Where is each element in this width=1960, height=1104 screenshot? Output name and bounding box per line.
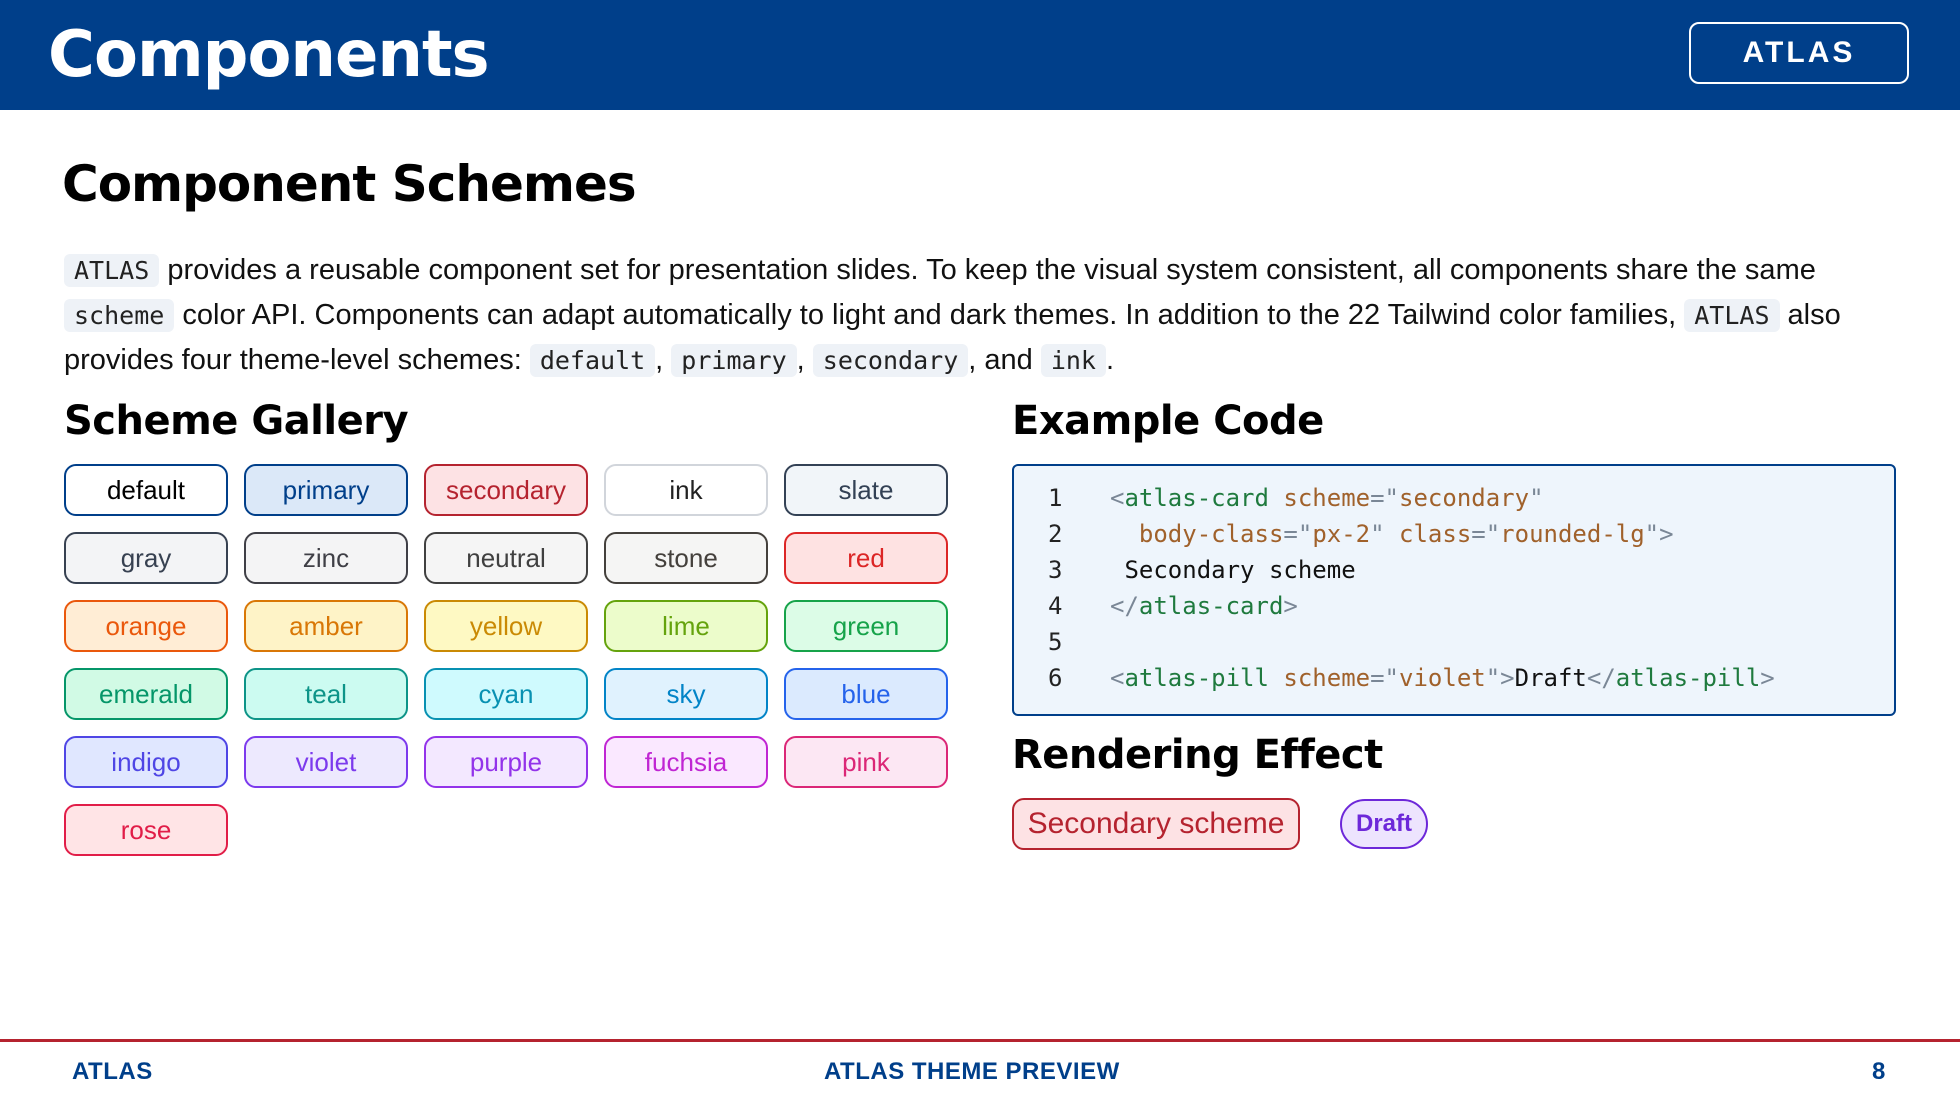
footer-title: ATLAS THEME PREVIEW bbox=[824, 1058, 1120, 1085]
scheme-pill-secondary: secondary bbox=[424, 464, 588, 516]
line-number: 4 bbox=[1048, 592, 1063, 620]
intro-text-2: color API. Components can adapt automati… bbox=[174, 299, 1685, 331]
code-content: <atlas-pill scheme="violet">Draft</atlas… bbox=[1110, 664, 1775, 692]
scheme-pill-blue: blue bbox=[784, 668, 948, 720]
line-number: 6 bbox=[1048, 664, 1063, 692]
draft-pill-preview: Draft bbox=[1340, 799, 1428, 849]
code-content: <atlas-card scheme="secondary" bbox=[1110, 484, 1544, 512]
code-primary: primary bbox=[671, 344, 797, 377]
scheme-pill-cyan: cyan bbox=[424, 668, 588, 720]
code-content: </atlas-card> bbox=[1110, 592, 1298, 620]
scheme-pill-gray: gray bbox=[64, 532, 228, 584]
scheme-pill-stone: stone bbox=[604, 532, 768, 584]
footer-brand: ATLAS bbox=[72, 1058, 153, 1085]
top-bar: Components ATLAS bbox=[0, 0, 1960, 110]
code-default: default bbox=[529, 344, 656, 377]
code-ink: ink bbox=[1040, 344, 1106, 377]
line-number: 2 bbox=[1048, 520, 1063, 548]
scheme-pill-purple: purple bbox=[424, 736, 588, 788]
page-number: 8 bbox=[1872, 1058, 1886, 1085]
scheme-pill-amber: amber bbox=[244, 600, 408, 652]
scheme-pill-fuchsia: fuchsia bbox=[604, 736, 768, 788]
code-block: 1 <atlas-card scheme="secondary" 2 body-cl… bbox=[1012, 464, 1896, 716]
scheme-pill-green: green bbox=[784, 600, 948, 652]
line-number: 3 bbox=[1048, 556, 1063, 584]
scheme-pill-sky: sky bbox=[604, 668, 768, 720]
intro-sep-2: , bbox=[796, 344, 813, 376]
slide-title: Component Schemes bbox=[62, 155, 637, 213]
scheme-pill-yellow: yellow bbox=[424, 600, 588, 652]
brand-badge: ATLAS bbox=[1689, 22, 1909, 84]
intro-paragraph: ATLAS provides a reusable component set … bbox=[64, 248, 1896, 383]
footer-divider bbox=[0, 1039, 1960, 1042]
scheme-pill-lime: lime bbox=[604, 600, 768, 652]
code-atlas-2: ATLAS bbox=[1684, 299, 1780, 332]
header-title: Components bbox=[48, 18, 490, 92]
render-title: Rendering Effect bbox=[1012, 732, 1383, 778]
scheme-pill-zinc: zinc bbox=[244, 532, 408, 584]
scheme-pill-rose: rose bbox=[64, 804, 228, 856]
scheme-pill-indigo: indigo bbox=[64, 736, 228, 788]
code-content: Secondary scheme bbox=[1110, 556, 1356, 584]
scheme-pill-emerald: emerald bbox=[64, 668, 228, 720]
intro-end: . bbox=[1105, 344, 1115, 376]
code-content: body-class="px-2" class="rounded-lg"> bbox=[1138, 520, 1674, 548]
intro-text-1: provides a reusable component set for pr… bbox=[159, 254, 1816, 286]
scheme-pill-violet: violet bbox=[244, 736, 408, 788]
scheme-pill-pink: pink bbox=[784, 736, 948, 788]
code-secondary: secondary bbox=[812, 344, 969, 377]
intro-sep-1: , bbox=[655, 344, 672, 376]
line-number: 1 bbox=[1048, 484, 1063, 512]
scheme-pill-ink: ink bbox=[604, 464, 768, 516]
scheme-pill-primary: primary bbox=[244, 464, 408, 516]
scheme-pill-red: red bbox=[784, 532, 948, 584]
intro-text-3: also provides four theme-level schemes: bbox=[64, 299, 1841, 376]
scheme-pill-default: default bbox=[64, 464, 228, 516]
secondary-card-preview: Secondary scheme bbox=[1012, 798, 1300, 850]
code-title: Example Code bbox=[1012, 398, 1324, 444]
line-number: 5 bbox=[1048, 628, 1063, 656]
code-atlas: ATLAS bbox=[64, 254, 160, 287]
code-scheme: scheme bbox=[64, 299, 175, 332]
intro-sep-3: , and bbox=[968, 344, 1041, 376]
scheme-pill-orange: orange bbox=[64, 600, 228, 652]
scheme-pill-neutral: neutral bbox=[424, 532, 588, 584]
scheme-pill-teal: teal bbox=[244, 668, 408, 720]
scheme-pill-slate: slate bbox=[784, 464, 948, 516]
gallery-title: Scheme Gallery bbox=[64, 398, 409, 444]
